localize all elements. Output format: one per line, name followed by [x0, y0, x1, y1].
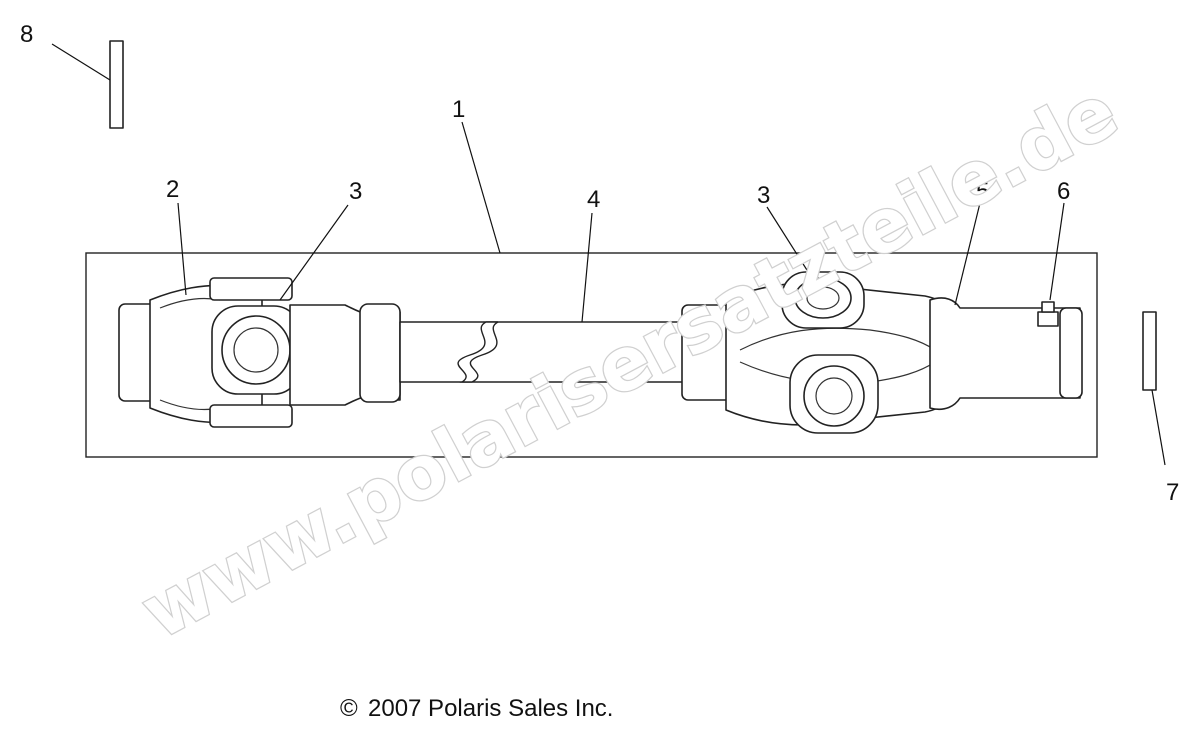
left-bearing-cap-bottom [209, 404, 293, 428]
grease-fitting-6 [1037, 311, 1059, 327]
left-bearing-cap-top [209, 277, 293, 301]
leader-8 [51, 43, 111, 81]
callout-7: 7 [1166, 479, 1179, 506]
leader-1 [461, 121, 501, 254]
callout-4: 4 [587, 186, 600, 213]
drive-shaft [118, 271, 1083, 434]
plate-7 [1142, 311, 1157, 391]
shaft-tube-4 [399, 321, 701, 383]
leader-6 [1049, 202, 1065, 301]
callout-3: 3 [757, 182, 770, 209]
copyright-text: 2007 Polaris Sales Inc. [368, 695, 613, 722]
assembly-box [85, 252, 1098, 458]
leader-5 [954, 202, 981, 306]
leader-lines [51, 43, 1166, 466]
leader-3b [766, 206, 813, 279]
leader-4 [581, 212, 593, 323]
copyright-symbol: © [340, 695, 358, 722]
callout-3: 3 [349, 178, 362, 205]
plate-8 [109, 40, 124, 129]
callout-2: 2 [166, 176, 179, 203]
leader-3a [279, 204, 349, 301]
callout-1: 1 [452, 96, 465, 123]
tube-break [457, 321, 499, 383]
leader-7 [1151, 389, 1166, 466]
callout-5: 5 [976, 178, 989, 205]
callout-8: 8 [20, 21, 33, 48]
leader-2 [177, 202, 187, 296]
callout-6: 6 [1057, 178, 1070, 205]
